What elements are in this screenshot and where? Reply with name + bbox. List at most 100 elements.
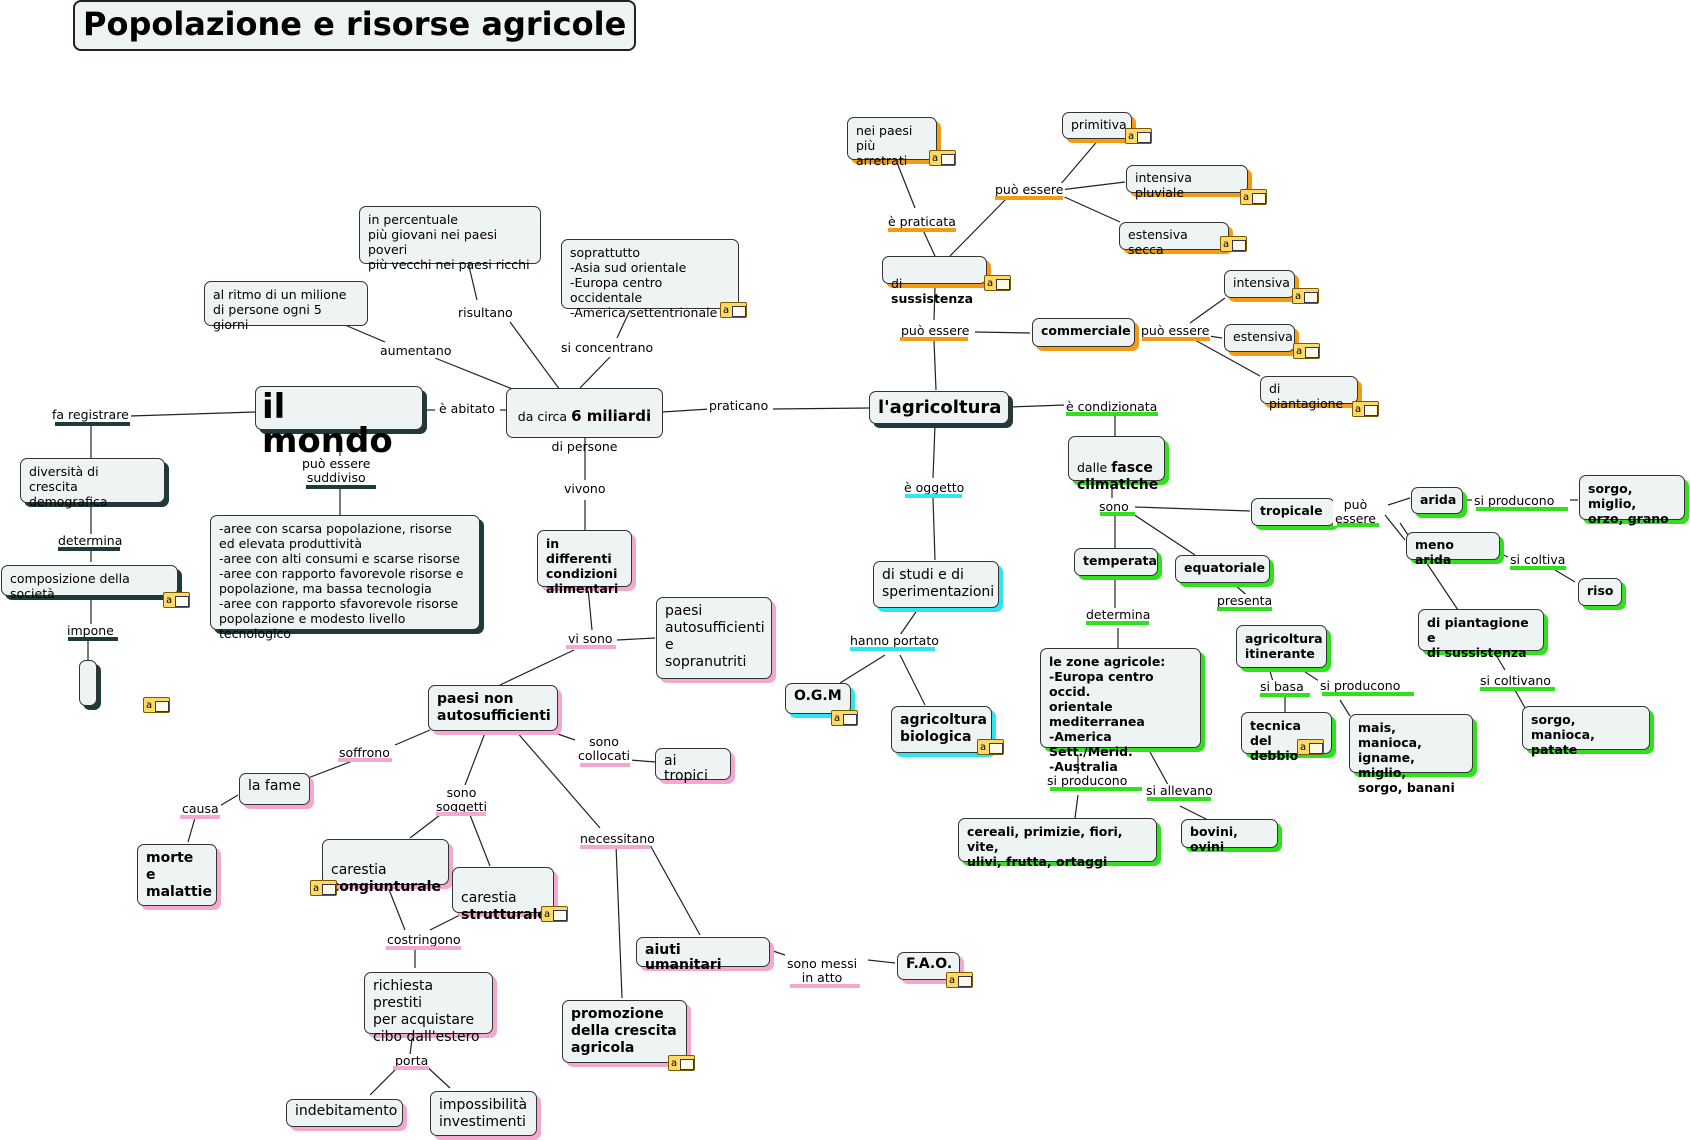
node-percentuale[interactable]: in percentuale più giovani nei paesi pov… — [359, 206, 541, 272]
node-estensiva-secca[interactable]: estensiva secca — [1119, 222, 1229, 257]
label-si-concentrano: si concentrano — [559, 340, 656, 355]
label-vivono: vivono — [562, 481, 608, 496]
node-promozione[interactable]: promozione della crescita agricola — [562, 1000, 687, 1063]
label-sono-soggetti: sono soggetti — [434, 785, 489, 814]
node-primitiva[interactable]: primitiva — [1062, 112, 1132, 139]
label-underline — [1086, 621, 1149, 625]
node-condizioni[interactable]: in differenti condizioni alimentari — [537, 530, 632, 596]
note-icon[interactable]: a — [310, 880, 337, 896]
label-praticano: praticano — [707, 398, 771, 413]
label-sono: sono — [1097, 499, 1131, 514]
label-underline — [1476, 507, 1568, 511]
note-icon[interactable]: a — [1240, 189, 1267, 205]
node-arretrati[interactable]: nei paesi più arretrati — [847, 117, 937, 168]
node-piantagione[interactable]: di piantagione — [1260, 376, 1358, 411]
node-studi[interactable]: di studi e di sperimentazioni — [873, 561, 999, 608]
node-tropicale[interactable]: tropicale — [1251, 498, 1335, 526]
map-title: Popolazione e risorse agricole — [73, 0, 637, 51]
note-icon[interactable]: a — [929, 150, 956, 166]
note-icon[interactable]: a — [984, 275, 1011, 291]
note-icon[interactable]: a — [946, 972, 973, 988]
note-icon[interactable]: a — [143, 697, 170, 713]
node-diversita[interactable]: diversità di crescita demografica — [20, 458, 165, 509]
label-si-allevano: si allevano — [1144, 783, 1215, 798]
node-6-miliardi[interactable]: da circa 6 miliardi di persone — [506, 388, 663, 454]
node-riso[interactable]: riso — [1578, 578, 1622, 606]
node-debbio[interactable]: tecnica del debbio — [1241, 712, 1332, 763]
note-icon[interactable]: a — [1125, 128, 1152, 144]
label-e-praticata: è praticata — [886, 214, 958, 229]
node-cereali[interactable]: cereali, primizie, fiori, vite, ulivi, f… — [958, 818, 1157, 869]
node-itinerante[interactable]: agricoltura itinerante — [1236, 625, 1327, 668]
label-underline — [1322, 692, 1414, 696]
node-arida[interactable]: arida — [1411, 487, 1463, 514]
node-morte[interactable]: morte e malattie — [137, 844, 217, 906]
label-underline — [790, 984, 860, 988]
node-ritmo[interactable]: al ritmo di un milione di persone ogni 5… — [204, 281, 368, 332]
label-aumentano: aumentano — [378, 343, 454, 358]
label-puo-essere-3: può essere — [1139, 323, 1212, 338]
node-il-mondo[interactable]: il mondo — [255, 386, 423, 458]
node-empty[interactable] — [79, 660, 97, 706]
node-biologica[interactable]: agricoltura biologica — [891, 706, 992, 753]
node-aree[interactable]: -aree con scarsa popolazione, risorse ed… — [210, 515, 480, 641]
node-bovini[interactable]: bovini, ovini — [1181, 819, 1278, 854]
node-non-autosufficienti[interactable]: paesi non autosufficienti — [428, 685, 558, 731]
node-fame[interactable]: la fame — [239, 773, 310, 805]
node-mais[interactable]: mais, manioca, igname, miglio, sorgo, ba… — [1349, 714, 1473, 795]
label-e-oggetto: è oggetto — [902, 480, 967, 495]
node-indebitamento[interactable]: indebitamento — [286, 1099, 403, 1127]
label-hanno-portato: hanno portato — [848, 633, 941, 648]
label-puo-essere-2: può essere — [993, 182, 1066, 197]
node-composizione[interactable]: composizione della società — [1, 565, 178, 601]
node-temperata[interactable]: temperata — [1074, 548, 1158, 576]
node-commerciale[interactable]: commerciale — [1032, 318, 1135, 347]
label-underline — [393, 1066, 429, 1070]
label-determina: determina — [56, 533, 125, 548]
note-icon[interactable]: a — [1293, 343, 1320, 359]
note-icon[interactable]: a — [1292, 288, 1319, 304]
label-underline — [1337, 523, 1379, 527]
note-icon[interactable]: a — [668, 1055, 695, 1071]
node-tropici[interactable]: ai tropici — [655, 748, 731, 784]
note-icon[interactable]: a — [720, 302, 747, 318]
fasce-label: fasce — [1111, 460, 1153, 476]
node-agricoltura[interactable]: l'agricoltura — [869, 391, 1009, 424]
node-soprattutto[interactable]: soprattutto -Asia sud orientale -Europa … — [561, 239, 739, 320]
label-risultano: risultano — [456, 305, 515, 320]
label-underline — [68, 637, 118, 641]
note-icon[interactable]: a — [831, 710, 858, 726]
node-estensiva[interactable]: estensiva — [1224, 324, 1295, 352]
note-icon[interactable]: a — [163, 592, 190, 608]
label-puo-essere-1: può essere — [899, 323, 972, 338]
note-icon[interactable]: a — [541, 906, 568, 922]
node-autosufficienti[interactable]: paesi autosufficienti e sopranutriti — [656, 597, 772, 679]
label-underline — [386, 946, 461, 950]
node-piantagione-sussistenza[interactable]: di piantagione e di sussistenza — [1418, 609, 1544, 660]
node-sussistenza[interactable]: di sussistenza — [882, 256, 987, 306]
node-ogm[interactable]: O.G.M — [785, 683, 851, 714]
label-impone: impone — [65, 623, 116, 638]
note-icon[interactable]: a — [1352, 401, 1379, 417]
label-fa-registrare: fa registrare — [50, 407, 131, 422]
note-icon[interactable]: a — [1220, 236, 1247, 252]
node-equatoriale[interactable]: equatoriale — [1175, 555, 1270, 583]
node-zone-agricole[interactable]: le zone agricole: -Europa centro occid. … — [1040, 648, 1201, 774]
label-underline — [1050, 787, 1142, 791]
note-icon[interactable]: a — [977, 739, 1004, 755]
label-si-basa: si basa — [1258, 679, 1306, 694]
label-e-abitato: è abitato — [437, 401, 497, 416]
node-impossibilita[interactable]: impossibilità investimenti — [430, 1091, 537, 1136]
node-prestiti[interactable]: richiesta prestiti per acquistare cibo d… — [364, 972, 493, 1045]
node-intensiva[interactable]: intensiva — [1224, 270, 1295, 298]
node-aiuti-umanitari[interactable]: aiuti umanitari — [636, 937, 770, 973]
node-meno-arida[interactable]: meno arida — [1406, 532, 1500, 567]
node-sorgo-miglio[interactable]: sorgo, miglio, orzo, grano — [1579, 475, 1685, 526]
node-sorgo-manioca[interactable]: sorgo, manioca, patate — [1522, 706, 1650, 757]
node-intensiva-pluviale[interactable]: intensiva pluviale — [1126, 165, 1248, 200]
note-icon[interactable]: a — [1297, 739, 1324, 755]
label-e-condizionata: è condizionata — [1064, 399, 1160, 414]
